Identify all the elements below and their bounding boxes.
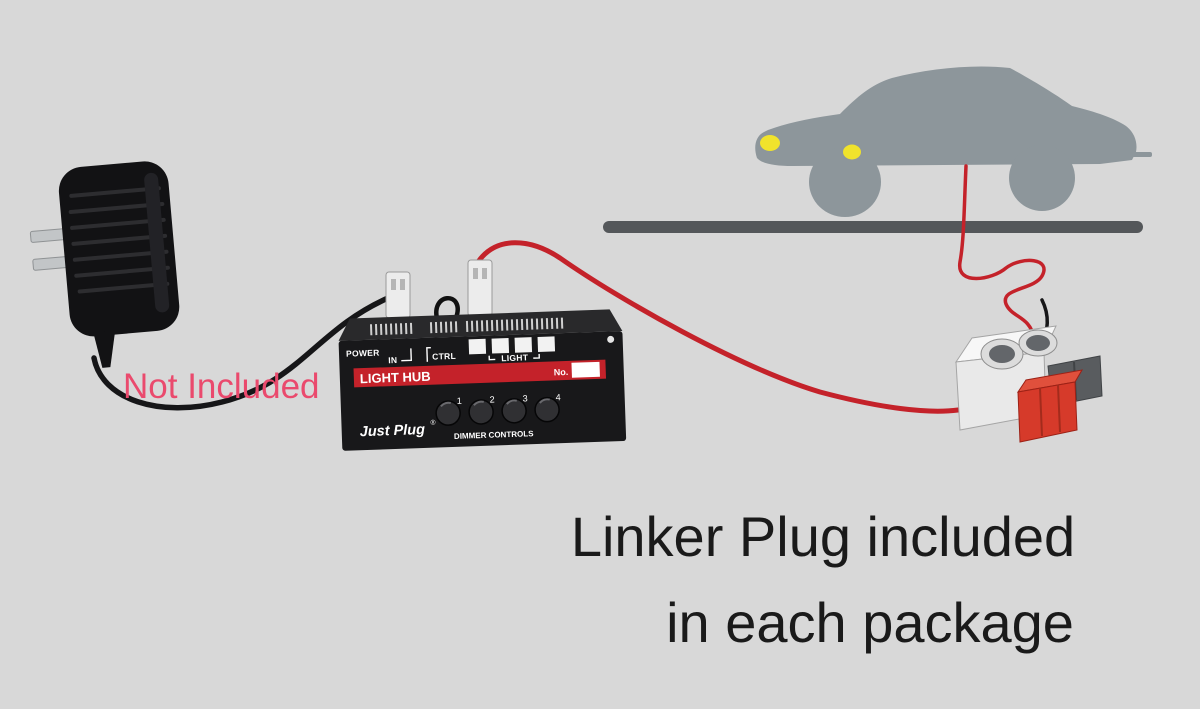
car-silhouette <box>755 66 1152 217</box>
linker-port-left-hole <box>989 345 1015 363</box>
hub-no-label: No. <box>554 367 569 377</box>
hub-light-bracket-right <box>533 353 540 359</box>
power-adapter <box>29 161 180 368</box>
connector-plug-power <box>385 271 411 319</box>
hub-top-face <box>338 309 623 341</box>
black-wire <box>91 295 391 411</box>
hub-power-label: POWER <box>346 347 380 358</box>
connector-plug-light <box>467 259 493 317</box>
knob-number-2: 2 <box>490 395 495 405</box>
hub-title: LIGHT HUB <box>360 369 431 386</box>
hub-screw-dot <box>607 335 615 343</box>
caption-line-1: Linker Plug included <box>571 505 1075 568</box>
hub-light-bracket-left <box>488 355 496 361</box>
knob-number-1: 1 <box>457 396 462 406</box>
jumper-loop-wire <box>434 296 460 325</box>
linker-red-connector <box>1017 381 1078 443</box>
hub-ctrl-label: CTRL <box>432 351 456 362</box>
hub-light-label: LIGHT <box>501 352 529 363</box>
hub-top-port-strip-light <box>465 317 565 332</box>
car-tail-line <box>1126 152 1152 157</box>
foglight-icon <box>843 144 861 160</box>
car-rear-wheel <box>1009 145 1075 211</box>
road-line <box>603 221 1143 233</box>
dimmer-knob-4 <box>534 396 560 423</box>
hub-light-port-3 <box>514 337 533 353</box>
headlight-icon <box>760 135 780 151</box>
knob-number-3: 3 <box>522 393 527 403</box>
hub-dimmer-label: DIMMER CONTROLS <box>454 429 534 441</box>
hub-in-bracket <box>401 348 412 362</box>
knob-highlights <box>440 398 550 408</box>
car-body <box>755 66 1137 166</box>
dimmer-knob-2 <box>468 399 494 425</box>
hub-no-box <box>571 361 600 378</box>
light-hub: POWER IN CTRL LIGHT LIGHT HUB No. 1 2 3 … <box>338 309 627 451</box>
hub-knobs: 1 2 3 4 <box>435 392 561 426</box>
adapter-strain-relief <box>93 330 116 368</box>
linker-red-notch-2 <box>1057 384 1061 433</box>
adapter-highlight <box>144 172 170 313</box>
linker-plug <box>954 325 1103 443</box>
caption-line-2: in each package <box>666 591 1074 654</box>
hub-light-port-2 <box>491 337 510 354</box>
hub-banner <box>353 359 607 388</box>
knob-number-4: 4 <box>555 392 560 402</box>
hub-light-port-4 <box>537 336 556 352</box>
car-front-wheel <box>809 147 881 217</box>
hub-brand-logo: Just Plug <box>359 422 425 440</box>
hub-ctrl-bracket <box>426 346 431 362</box>
red-wire-car-to-linker <box>958 164 1046 340</box>
not-included-label: Not Included <box>123 367 320 406</box>
hub-light-port-1 <box>468 338 487 355</box>
hub-in-label: IN <box>388 355 397 365</box>
linker-red-notch-1 <box>1039 387 1043 437</box>
hub-top-port-strip-power <box>369 322 413 336</box>
dimmer-knob-3 <box>501 398 527 424</box>
hub-brand-reg-mark: ® <box>430 419 436 427</box>
linker-port-right-hole <box>1026 335 1050 351</box>
red-wire-hub-to-linker <box>475 240 961 414</box>
dimmer-knob-1 <box>435 400 461 426</box>
